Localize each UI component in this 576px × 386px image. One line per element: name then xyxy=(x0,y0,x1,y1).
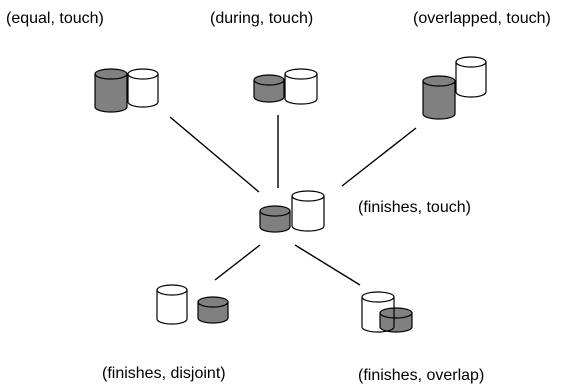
cylinder-pair-equal-touch xyxy=(94,68,159,113)
cylinder-pair-during-touch xyxy=(253,68,318,105)
edge-finishes-disjoint xyxy=(214,244,261,281)
label-finishes-overlap: (finishes, overlap) xyxy=(358,367,485,384)
label-finishes-touch: (finishes, touch) xyxy=(358,199,471,216)
label-finishes-disjoint: (finishes, disjoint) xyxy=(102,365,226,382)
cylinder-pair-finishes-disjoint xyxy=(156,284,229,325)
label-overlapped-touch: (overlapped, touch) xyxy=(413,10,551,27)
edge-equal-touch xyxy=(169,116,260,193)
label-during-touch: (during, touch) xyxy=(210,10,314,27)
cylinder-pair-overlapped-touch xyxy=(422,56,487,120)
edges xyxy=(169,115,417,286)
cylinder-pair-finishes-touch xyxy=(259,190,325,233)
cylinder-pair-finishes-overlap xyxy=(361,291,413,333)
edge-finishes-overlap xyxy=(294,244,361,286)
label-equal-touch: (equal, touch) xyxy=(6,10,104,27)
edge-overlapped-touch xyxy=(341,127,417,187)
